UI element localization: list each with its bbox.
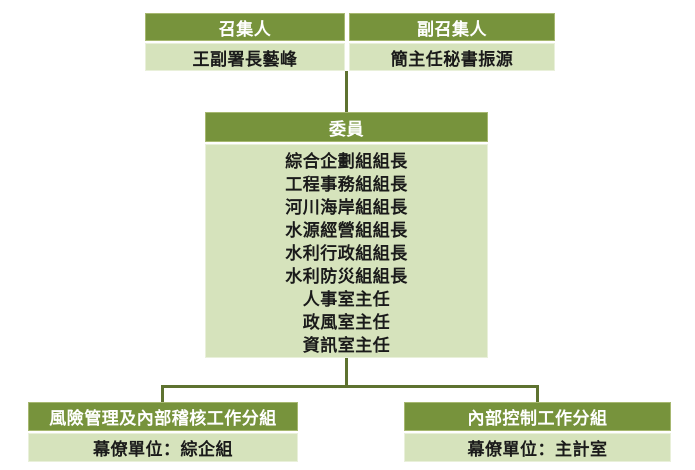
risk-management-subgroup-staff-box: 幕僚單位：綜企組 [28, 433, 298, 462]
committee-member: 水利行政組組長 [285, 244, 408, 264]
deputy-convener-name-box: 簡主任秘書振源 [349, 43, 555, 71]
convener-header-box: 召集人 [145, 13, 345, 41]
connector-left-drop [161, 385, 164, 402]
internal-control-subgroup-header-box: 內部控制工作分組 [404, 402, 671, 431]
connector-horizontal [161, 385, 539, 388]
convener-name-box: 王副署長藝峰 [145, 43, 345, 71]
committee-member: 工程事務組組長 [285, 175, 408, 195]
committee-member: 河川海岸組組長 [285, 198, 408, 218]
connector-mid-vertical [345, 358, 348, 388]
committee-members-box: 綜合企劃組組長 工程事務組組長 河川海岸組組長 水源經營組組長 水利行政組組長 … [205, 144, 488, 358]
risk-management-subgroup-header-box: 風險管理及內部稽核工作分組 [28, 402, 298, 431]
committee-member: 資訊室主任 [302, 336, 391, 356]
committee-member: 綜合企劃組組長 [285, 152, 408, 172]
committee-member: 人事室主任 [302, 290, 391, 310]
connector-right-drop [536, 385, 539, 402]
committee-member: 水利防災組組長 [285, 267, 408, 287]
deputy-convener-header-box: 副召集人 [349, 13, 555, 41]
connector-top-vertical [345, 71, 348, 112]
internal-control-subgroup-staff-box: 幕僚單位：主計室 [404, 433, 671, 462]
committee-member: 水源經營組組長 [285, 221, 408, 241]
committee-member: 政風室主任 [302, 313, 391, 333]
committee-header-box: 委員 [205, 112, 488, 142]
